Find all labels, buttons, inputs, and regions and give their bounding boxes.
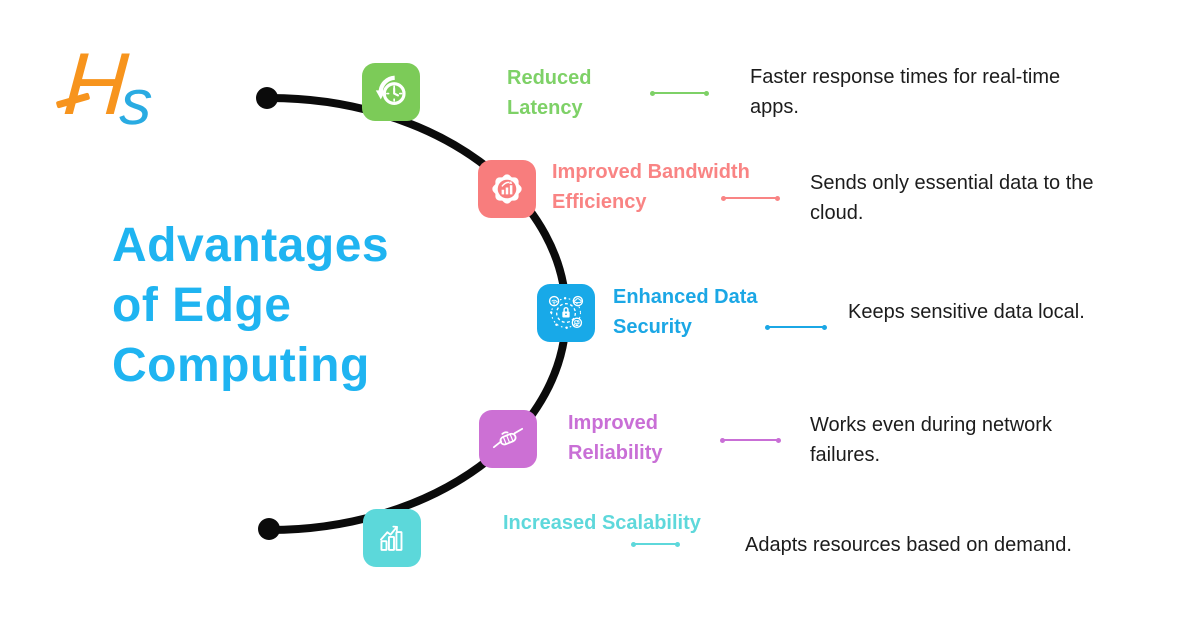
item-label-enhanced-data-security: Enhanced Data Security bbox=[613, 286, 758, 338]
item-label-reduced-latency: Reduced Latency bbox=[507, 67, 592, 119]
title-line-2: of Edge bbox=[112, 279, 292, 332]
connector-line-4 bbox=[720, 437, 781, 443]
network-security-lock-icon bbox=[537, 284, 595, 342]
handshake-icon bbox=[479, 410, 537, 468]
item-description-reduced-latency: Faster response times for real-time apps… bbox=[750, 66, 1061, 118]
connector-line-5 bbox=[631, 541, 680, 547]
arc-end-dot bbox=[258, 518, 280, 540]
gear-analytics-icon bbox=[478, 160, 536, 218]
title-line-1: Advantages bbox=[112, 219, 390, 272]
clock-history-icon bbox=[362, 63, 420, 121]
arc-start-dot bbox=[256, 87, 278, 109]
item-description-enhanced-data-security: Keeps sensitive data local. bbox=[848, 301, 1085, 323]
connector-line-3 bbox=[765, 324, 827, 330]
page-title: Advantages of Edge Computing bbox=[112, 216, 452, 396]
item-description-improved-bandwidth-efficiency: Sends only essential data to the cloud. bbox=[810, 172, 1094, 224]
item-label-improved-reliability: Improved Reliability bbox=[568, 412, 663, 464]
item-description-increased-scalability: Adapts resources based on demand. bbox=[745, 534, 1072, 556]
item-label-improved-bandwidth-efficiency: Improved Bandwidth Efficiency bbox=[552, 161, 750, 213]
title-line-3: Computing bbox=[112, 339, 370, 392]
connector-line-2 bbox=[721, 195, 780, 201]
growth-bars-icon bbox=[363, 509, 421, 567]
item-label-increased-scalability: Increased Scalability bbox=[503, 512, 701, 534]
connector-line-1 bbox=[650, 90, 709, 96]
item-description-improved-reliability: Works even during network failures. bbox=[810, 414, 1052, 466]
